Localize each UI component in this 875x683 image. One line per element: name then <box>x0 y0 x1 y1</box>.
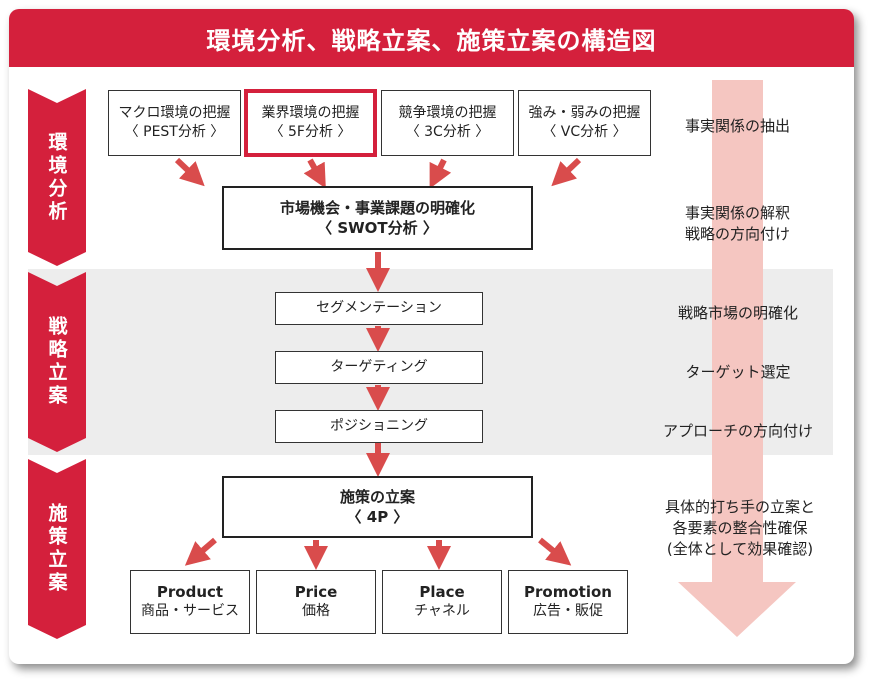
env-box-title: 競争環境の把握 <box>398 105 497 121</box>
phase-chevron-icon <box>28 89 86 266</box>
swot-title: 市場機会・事業課題の明確化 <box>279 199 475 217</box>
mix-box-price: Price 価格 <box>256 570 376 634</box>
mix-name: Product <box>156 583 224 601</box>
mix-sub: チャネル <box>414 603 470 619</box>
phase-chevron-icon <box>28 459 86 639</box>
measures-box: 施策の立案 〈 4P 〉 <box>222 476 533 538</box>
measures-method: 〈 4P 〉 <box>346 508 409 526</box>
phase-chevron-icon <box>28 272 86 452</box>
note-target-selection: ターゲット選定 <box>685 363 791 381</box>
step-segmentation: セグメンテーション <box>275 292 483 325</box>
mix-sub: 広告・販促 <box>533 603 603 619</box>
phase-label: 戦略立案 <box>45 316 68 408</box>
measures-title: 施策の立案 <box>339 488 415 506</box>
env-box-method: 〈 3C分析 〉 <box>405 124 490 140</box>
arrow-4p-to-product <box>184 537 217 566</box>
env-box-strengths: 強み・弱みの把握 〈 VC分析 〉 <box>518 90 651 156</box>
note-approach-direction: アプローチの方向付け <box>662 422 813 440</box>
swot-method: 〈 SWOT分析 〉 <box>317 219 438 237</box>
env-box-macro: マクロ環境の把握 〈 PEST分析 〉 <box>108 90 241 156</box>
diagram-title: 環境分析、戦略立案、施策立案の構造図 <box>206 26 657 55</box>
mix-name: Place <box>419 583 465 601</box>
step-label: セグメンテーション <box>316 300 442 316</box>
phase-label: 環境分析 <box>45 131 68 224</box>
env-box-title: 業界環境の把握 <box>261 105 360 121</box>
arrow-vc-to-swot <box>551 157 582 187</box>
mix-name: Price <box>294 583 338 601</box>
mix-name: Promotion <box>524 583 612 601</box>
arrow-pest-to-swot <box>174 157 205 187</box>
env-box-title: マクロ環境の把握 <box>118 105 231 121</box>
arrow-5f-to-swot <box>303 158 326 189</box>
mix-box-promotion: Promotion 広告・販促 <box>508 570 628 634</box>
arrow-4p-to-promotion <box>538 537 572 566</box>
swot-box: 市場機会・事業課題の明確化 〈 SWOT分析 〉 <box>222 186 533 250</box>
step-label: ターゲティング <box>330 359 428 375</box>
env-box-competition: 競争環境の把握 〈 3C分析 〉 <box>381 90 514 156</box>
env-box-method: 〈 VC分析 〉 <box>542 124 627 140</box>
phase-environment-analysis: 環境分析 <box>28 89 86 266</box>
step-label: ポジショニング <box>330 418 428 434</box>
phase-label: 施策立案 <box>45 503 68 595</box>
note-concrete-measures: 具体的打ち手の立案と 各要素の整合性確保 (全体として効果確認) <box>664 498 815 558</box>
title-bar: 環境分析、戦略立案、施策立案の構造図 <box>9 9 854 67</box>
env-box-title: 強み・弱みの把握 <box>528 105 641 121</box>
note-interpret-facts: 事実関係の解釈 戦略の方向付け <box>684 204 790 243</box>
note-strategic-market: 戦略市場の明確化 <box>677 304 798 322</box>
mix-sub: 価格 <box>302 603 330 619</box>
mix-box-place: Place チャネル <box>382 570 502 634</box>
env-box-method: 〈 PEST分析 〉 <box>124 124 225 140</box>
phase-measures-planning: 施策立案 <box>28 459 86 639</box>
step-targeting: ターゲティング <box>275 351 483 384</box>
env-box-method: 〈 5F分析 〉 <box>269 124 352 140</box>
phase-strategy-planning: 戦略立案 <box>28 272 86 452</box>
env-box-industry: 業界環境の把握 〈 5F分析 〉 <box>244 89 377 157</box>
note-extract-facts: 事実関係の抽出 <box>684 117 790 135</box>
mix-box-product: Product 商品・サービス <box>130 570 250 634</box>
step-positioning: ポジショニング <box>275 410 483 443</box>
arrow-3c-to-swot <box>429 158 452 189</box>
mix-sub: 商品・サービス <box>141 603 239 619</box>
